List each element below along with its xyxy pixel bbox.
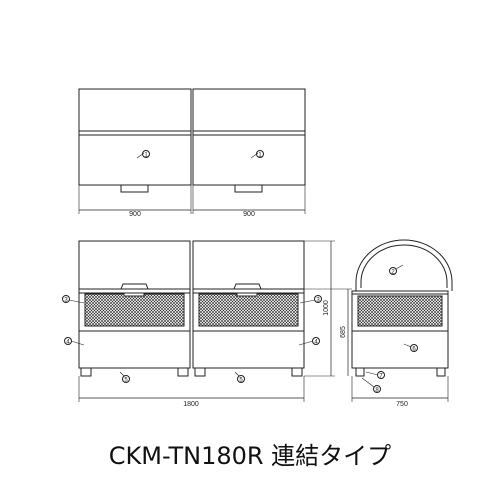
front-right-handle	[233, 283, 262, 290]
front-view	[62, 240, 352, 402]
side-dome	[355, 239, 453, 291]
dimension-total-width: 1800	[183, 401, 199, 408]
dimension-top-left: 900	[129, 211, 141, 218]
callout-8: 8	[375, 388, 379, 394]
dimension-height-lower: 685	[340, 326, 347, 338]
callout-4-left: 4	[66, 340, 70, 346]
side-body	[351, 290, 449, 369]
technical-drawing: 1 1 900 900	[62, 88, 453, 408]
front-left-unit	[78, 240, 191, 369]
callout-5-left: 5	[124, 378, 128, 384]
callout-2: 2	[391, 270, 395, 276]
front-left-handle	[120, 283, 149, 290]
callout-1-left: 1	[144, 153, 148, 159]
dimension-top-right: 900	[243, 211, 255, 218]
top-handle-right	[234, 185, 263, 193]
product-caption: CKM-TN180R 連結タイプ	[108, 442, 392, 470]
side-view	[351, 239, 453, 402]
callout-7: 7	[379, 374, 383, 380]
dimension-height-total: 1000	[323, 300, 330, 316]
front-right-mesh	[198, 293, 299, 327]
front-right-unit	[192, 240, 305, 369]
callout-3-left: 3	[64, 298, 68, 304]
top-handle-left	[120, 185, 149, 193]
callout-1-right: 1	[258, 153, 262, 159]
top-view-left-unit	[78, 88, 192, 186]
callout-5-right: 5	[239, 378, 243, 384]
top-view	[78, 88, 306, 214]
callout-6: 6	[412, 347, 416, 353]
callout-3-right: 3	[316, 298, 320, 304]
callout-4-right: 4	[314, 340, 318, 346]
side-mesh	[357, 295, 443, 327]
dimension-side-width: 750	[396, 401, 408, 408]
top-view-right-unit	[192, 88, 306, 186]
front-left-mesh	[84, 293, 185, 327]
